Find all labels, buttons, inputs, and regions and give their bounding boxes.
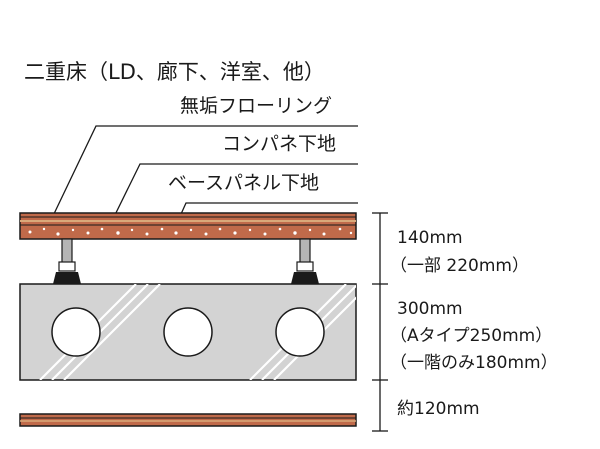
floor-layer <box>19 212 357 240</box>
slab-void-1 <box>51 307 101 357</box>
slab-void-2 <box>163 307 213 357</box>
support-leg-left <box>53 238 81 284</box>
concrete-slab <box>19 283 357 381</box>
base-panel-speckles <box>28 227 353 236</box>
ceiling-layer <box>19 413 357 427</box>
floor-height-value: 140mm <box>397 228 463 248</box>
label-flooring: 無垢フローリング <box>180 95 332 117</box>
floor-height-note: （一部 220mm） <box>390 256 529 276</box>
slab-thickness-note-a: （Aタイプ250mm） <box>390 326 552 346</box>
slab-void-3 <box>275 307 325 357</box>
support-leg-right <box>291 238 319 284</box>
leader-line-flooring <box>51 125 358 219</box>
ceiling-space-value: 約120mm <box>397 399 480 419</box>
slab-thickness-value: 300mm <box>397 299 463 319</box>
dimension-line <box>372 212 388 432</box>
slab-thickness-note-b: （一階のみ180mm） <box>390 353 558 373</box>
label-base-panel: ベースパネル下地 <box>168 172 319 194</box>
leader-line-subfloor <box>109 163 358 226</box>
diagram-title: 二重床（LD、廊下、洋室、他） <box>24 60 325 84</box>
label-subfloor: コンパネ下地 <box>222 133 336 155</box>
